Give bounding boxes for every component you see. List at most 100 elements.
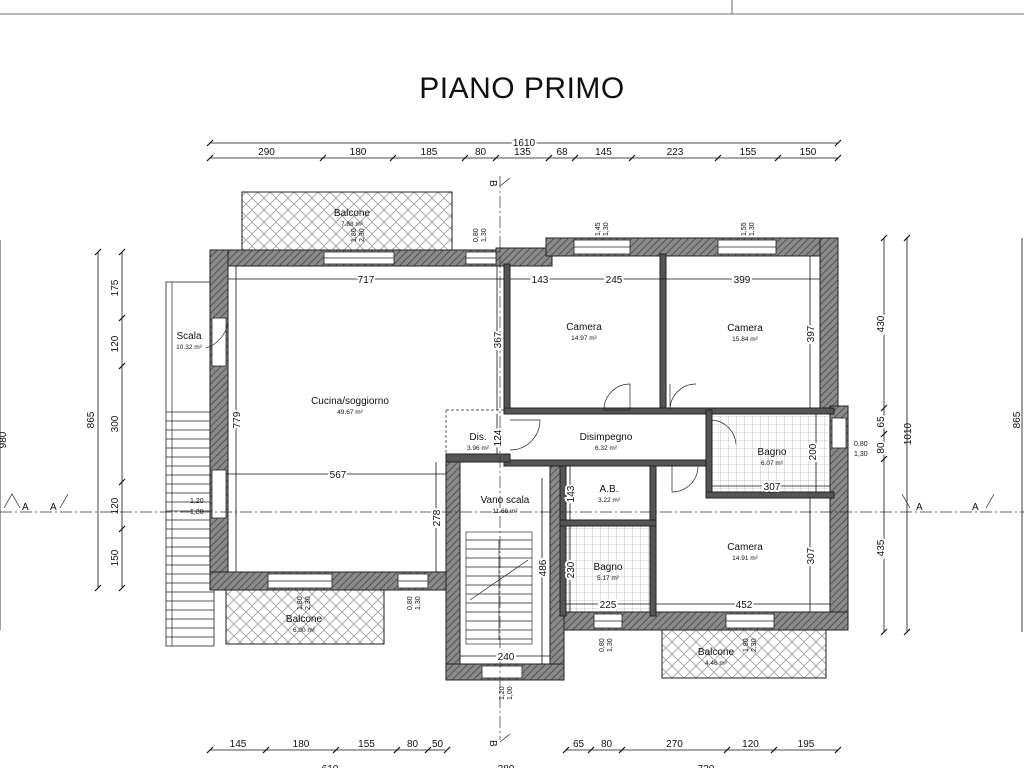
dim-486: 486	[538, 559, 549, 576]
external-stair	[165, 281, 215, 647]
sheet-frame	[0, 0, 1024, 15]
bottom-dim-9: 120	[742, 739, 759, 750]
w3-width: 1,45	[595, 222, 602, 236]
left-dim-2: 120	[110, 335, 121, 352]
bottom-dim-7: 80	[601, 739, 613, 750]
w9-height: 1,30	[607, 638, 614, 652]
dimension-tick	[770, 746, 778, 754]
w8-width: 0,80	[407, 596, 414, 610]
w2-width: 0,80	[473, 228, 480, 242]
bathroom-center-floor	[566, 526, 654, 614]
interior-dimensions: 717 143 245 399 367 397 779 124 567 278 …	[228, 256, 830, 665]
dim-245: 245	[606, 275, 623, 286]
w9-width: 0,80	[599, 638, 606, 652]
bottom-dim-2: 180	[293, 739, 310, 750]
windows	[211, 239, 847, 679]
w6-height: 1,30	[854, 451, 868, 458]
dim-307b: 307	[764, 482, 781, 493]
top-dim-1: 290	[258, 147, 275, 158]
left-dim-4: 120	[110, 497, 121, 514]
w11-width: 1,20	[499, 686, 506, 700]
room-area-camera-2: 15.84 m²	[732, 336, 758, 343]
overall-dimension-line: 1610	[206, 136, 842, 151]
dimension-tick	[393, 746, 401, 754]
dimension-tick	[492, 154, 500, 162]
left-dim-3: 300	[110, 415, 121, 432]
dimension-tick	[723, 746, 731, 754]
top-dim-9: 155	[740, 147, 757, 158]
left-dim-1: 175	[110, 279, 121, 296]
bottom-dim-5: 50	[432, 739, 444, 750]
top-dim-8: 223	[667, 147, 684, 158]
bottom-dimension-chain: 14518015580506580270120195610380730	[206, 739, 842, 768]
w8-height: 1,30	[415, 596, 422, 610]
dimension-tick	[834, 746, 842, 754]
right-dimension-chain: 430 65 80 435 1010 865	[874, 234, 1023, 636]
interior-walls	[445, 253, 835, 617]
room-area-dis: 3.96 m²	[467, 445, 490, 452]
door-swings	[205, 321, 737, 493]
plan-title: PIANO PRIMO	[419, 72, 625, 105]
top-dim-5: 135	[514, 147, 531, 158]
room-area-vano-scala: 11.66 m²	[492, 508, 518, 515]
section-b-bottom-label: B	[487, 740, 498, 747]
top-dim-3: 185	[421, 147, 438, 158]
room-area-scala: 10.32 m²	[176, 344, 202, 351]
balcony-left-name: Balcone	[286, 614, 323, 625]
w10-width: 1,80	[743, 638, 750, 652]
section-a-left2-label: A	[50, 502, 57, 513]
dimension-tick	[424, 746, 432, 754]
room-area-cucina: 49.67 m²	[337, 409, 363, 416]
dimension-tick	[206, 746, 214, 754]
dim-143: 143	[532, 275, 549, 286]
room-area-bagno-1: 6.07 m²	[761, 460, 784, 467]
dimension-tick	[628, 154, 636, 162]
left-far-dim: 980	[0, 431, 9, 448]
dimension-tick	[618, 746, 626, 754]
room-area-ab: 3.22 m²	[598, 497, 621, 504]
w3-height: 1,30	[603, 222, 610, 236]
dim-717: 717	[358, 275, 375, 286]
room-name-ab: A.B.	[600, 484, 619, 495]
left-total-dim: 865	[86, 411, 97, 428]
section-b-top-label: B	[487, 180, 498, 187]
opening-labels: 1,80 2,30 0,80 1,30 1,45 1,30 1,55 1,30 …	[190, 222, 868, 700]
dim-124: 124	[493, 429, 504, 446]
section-a-right2-label: A	[972, 502, 979, 513]
balcony-right-name: Balcone	[698, 647, 735, 658]
top-dim-10: 150	[800, 147, 817, 158]
room-name-camera-1: Camera	[566, 322, 602, 333]
right-total-1010: 1010	[903, 422, 914, 445]
bottom-dim-8: 270	[666, 739, 683, 750]
section-a-left-label: A	[22, 502, 29, 513]
room-name-camera-2: Camera	[727, 323, 763, 334]
dimension-tick	[389, 154, 397, 162]
dimension-tick	[587, 746, 595, 754]
dim-230: 230	[566, 561, 577, 578]
section-markers: A A A A B B	[3, 177, 995, 747]
dimension-tick	[774, 154, 782, 162]
room-area-disimpegno: 6.32 m²	[595, 445, 618, 452]
dimension-tick	[443, 746, 451, 754]
w4-height: 1,30	[749, 222, 756, 236]
dimension-tick	[319, 154, 327, 162]
room-area-camera-3: 14.91 m²	[732, 555, 758, 562]
internal-stair	[465, 531, 533, 645]
room-name-camera-3: Camera	[727, 542, 763, 553]
bottom-dim-10: 195	[798, 739, 815, 750]
w10-height: 2,30	[751, 638, 758, 652]
room-name-bagno-2: Bagno	[594, 562, 623, 573]
section-a-right-label: A	[916, 502, 923, 513]
right-dim-4: 435	[876, 539, 887, 556]
bottom-total-1: 610	[322, 764, 339, 768]
bottom-dim-6: 65	[573, 739, 585, 750]
balcony-top-area: 7.88 m²	[341, 221, 364, 228]
room-name-disimpegno: Disimpegno	[580, 432, 633, 443]
left-dim-5: 150	[110, 549, 121, 566]
w2-height: 1,30	[481, 228, 488, 242]
dim-397: 397	[806, 325, 817, 342]
room-name-vano-scala: Vano scala	[481, 495, 530, 506]
w5-height: 1,30	[190, 509, 204, 516]
dimension-tick	[206, 154, 214, 162]
